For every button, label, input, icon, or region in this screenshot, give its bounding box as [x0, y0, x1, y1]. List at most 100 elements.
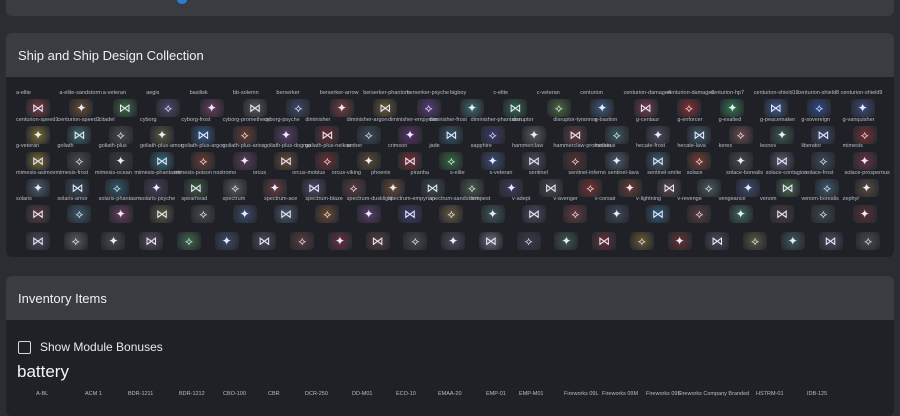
ship-icon[interactable]: ⟡	[232, 125, 257, 144]
ship-icon[interactable]: ✦	[617, 178, 642, 197]
ship-icon[interactable]: ✦	[441, 231, 466, 250]
ship-icon[interactable]: ⋈	[274, 152, 298, 170]
ship-icon[interactable]: ✦	[26, 178, 50, 197]
ship-icon[interactable]: ⋈	[770, 152, 794, 170]
ship-icon[interactable]: ⟡	[852, 125, 877, 144]
ship-icon[interactable]: ⟡	[856, 231, 881, 250]
inventory-item[interactable]: Fireworks 09S	[646, 391, 682, 397]
ship-icon[interactable]: ✦	[108, 205, 133, 223]
ship-icon[interactable]: ⟡	[104, 178, 129, 197]
inventory-item[interactable]: BDR-1211	[128, 391, 154, 397]
ship-icon[interactable]: ⋈	[811, 125, 836, 144]
ship-icon[interactable]: ✦	[262, 178, 287, 197]
ship-icon[interactable]: ⟡	[63, 231, 88, 250]
ship-icon[interactable]: ✦	[480, 205, 505, 223]
ship-icon[interactable]: ⋈	[522, 152, 546, 170]
ship-icon[interactable]: ⋈	[365, 231, 390, 250]
ship-icon[interactable]: ✦	[480, 152, 505, 170]
ship-icon[interactable]: ⋈	[538, 178, 563, 197]
ship-icon[interactable]: ⟡	[578, 178, 603, 197]
ship-icon[interactable]: ✦	[736, 178, 761, 197]
ship-icon[interactable]: ⟡	[546, 99, 571, 117]
ship-icon[interactable]: ✦	[327, 231, 352, 250]
inventory-item[interactable]: CBR	[268, 391, 280, 397]
ship-icon[interactable]: ⋈	[252, 231, 277, 250]
inventory-item[interactable]: DCR-250	[305, 391, 328, 397]
ship-icon[interactable]: ✦	[590, 99, 615, 117]
inventory-item[interactable]: EMAA-20	[438, 391, 462, 397]
ship-icon[interactable]: ⋈	[191, 125, 216, 144]
ship-icon[interactable]: ⋈	[563, 125, 588, 144]
ship-icon[interactable]: ⋈	[26, 205, 50, 223]
ship-icon[interactable]: ⋈	[687, 125, 712, 144]
ship-icon[interactable]: ⟡	[811, 205, 836, 223]
ship-icon[interactable]: ✦	[554, 231, 579, 250]
ship-icon[interactable]: ⟡	[356, 125, 381, 144]
ship-icon[interactable]: ✦	[460, 99, 484, 117]
ship-icon[interactable]: ⋈	[398, 152, 422, 170]
ship-icon[interactable]: ⟡	[315, 205, 340, 223]
ship-icon[interactable]: ✦	[329, 99, 354, 117]
inventory-header[interactable]: Inventory Items	[6, 276, 894, 320]
ship-icon[interactable]: ⟡	[807, 99, 832, 117]
ship-icon[interactable]: ⟡	[315, 152, 340, 170]
ship-icon[interactable]: ⟡	[696, 178, 721, 197]
ship-icon[interactable]: ⟡	[815, 178, 840, 197]
ship-icon[interactable]: ⟡	[563, 152, 588, 170]
ship-icon[interactable]: ✦	[232, 152, 257, 170]
ship-icon[interactable]: ⟡	[67, 152, 92, 170]
ship-icon[interactable]: ⟡	[403, 231, 428, 250]
ship-icon[interactable]: ⋈	[67, 125, 92, 144]
ship-icon[interactable]: ✦	[850, 99, 875, 117]
ship-icon[interactable]: ✦	[232, 205, 257, 223]
ship-icon[interactable]: ✦	[604, 152, 629, 170]
inventory-item[interactable]: DD-M01	[352, 391, 373, 397]
ship-icon[interactable]: ✦	[214, 231, 239, 250]
ship-icon[interactable]: ✦	[26, 125, 50, 144]
ship-icon[interactable]: ✦	[667, 231, 692, 250]
ship-icon[interactable]: ✦	[398, 125, 422, 144]
ship-icon[interactable]: ⟡	[516, 231, 541, 250]
ship-icon[interactable]: ⋈	[150, 205, 174, 223]
ship-icon[interactable]: ⟡	[811, 152, 836, 170]
ship-icon[interactable]: ⟡	[629, 231, 654, 250]
inventory-item[interactable]: EMP-M01	[519, 391, 544, 397]
ship-icon[interactable]: ⟡	[604, 125, 629, 144]
ship-icon[interactable]: ✦	[852, 205, 877, 223]
ship-icon[interactable]: ⋈	[439, 125, 464, 144]
ship-icon[interactable]: ✦	[108, 152, 133, 170]
inventory-item[interactable]: CBO-100	[223, 391, 246, 397]
ship-icon[interactable]: ⟡	[439, 152, 464, 170]
ship-icon[interactable]: ⋈	[646, 152, 670, 170]
ship-icon[interactable]: ⋈	[302, 178, 327, 197]
ship-icon[interactable]: ⋈	[315, 125, 340, 144]
ship-icon[interactable]: ⟡	[341, 178, 366, 197]
ship-icon[interactable]: ⟡	[286, 99, 311, 117]
ship-icon[interactable]: ⋈	[775, 178, 800, 197]
ship-icon[interactable]: ✦	[854, 178, 879, 197]
show-module-bonuses-checkbox[interactable]	[18, 340, 31, 354]
ship-icon[interactable]: ✦	[356, 152, 381, 170]
ship-icon[interactable]: ✦	[499, 178, 524, 197]
ship-icon[interactable]: ⟡	[743, 231, 768, 250]
inventory-item[interactable]: A-BL	[36, 391, 49, 397]
inventory-item[interactable]: ECO-10	[396, 391, 416, 397]
inventory-item[interactable]: IDB-125	[807, 391, 828, 397]
ship-icon[interactable]: ✦	[720, 99, 745, 117]
ship-icon[interactable]: ⋈	[592, 231, 617, 250]
ship-icon[interactable]: ⋈	[503, 99, 528, 117]
inventory-item[interactable]: EMP-01	[486, 391, 506, 397]
ship-icon[interactable]: ⋈	[633, 99, 658, 117]
ship-icon[interactable]: ⟡	[687, 152, 712, 170]
ship-icon[interactable]: ⟡	[563, 205, 588, 223]
ship-icon[interactable]: ⋈	[373, 99, 398, 117]
inventory-item[interactable]: Fireworks 09M	[602, 391, 639, 397]
ship-icon[interactable]: ⟡	[728, 125, 753, 144]
ship-icon[interactable]: ⟡	[290, 231, 315, 250]
ship-icon[interactable]: ✦	[69, 99, 94, 117]
ship-icon[interactable]: ⋈	[657, 178, 682, 197]
ship-icon[interactable]: ✦	[274, 125, 298, 144]
ship-icon[interactable]: ✦	[780, 231, 805, 250]
ship-icon[interactable]: ⟡	[191, 205, 216, 223]
ship-icon[interactable]: ✦	[852, 152, 877, 170]
